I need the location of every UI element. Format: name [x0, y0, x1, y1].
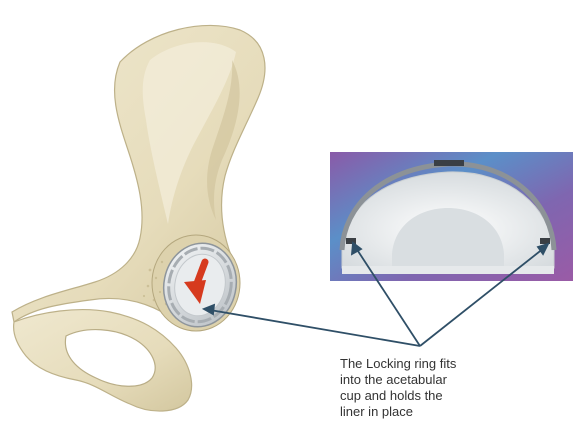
ring-top-detail — [434, 160, 464, 166]
caption-line-3: cup and holds the — [340, 388, 540, 404]
liner-photo-inset — [330, 152, 573, 281]
caption-line-2: into the acetabular — [340, 372, 540, 388]
liner-base — [342, 266, 554, 274]
pelvis-bone-illustration — [12, 25, 265, 411]
caption-line-1: The Locking ring fits — [340, 356, 540, 372]
caption-text: The Locking ring fits into the acetabula… — [340, 356, 540, 420]
pointer-to-cup — [210, 310, 420, 346]
caption-line-4: liner in place — [340, 404, 540, 420]
